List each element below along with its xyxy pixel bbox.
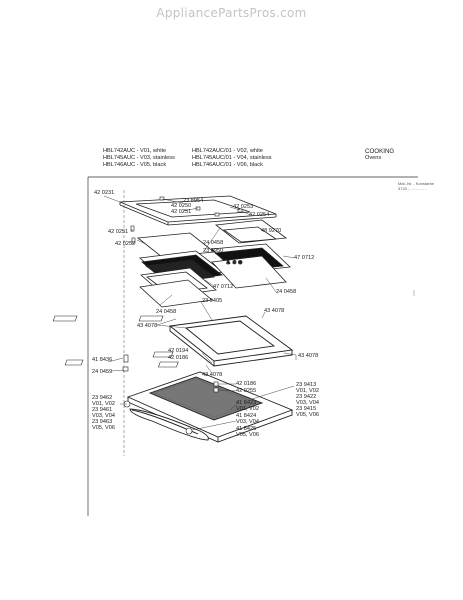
part-label: 23 9405 bbox=[202, 298, 222, 304]
material-note: Mat.-Nr. - Konstante 3743 - - - - - - - … bbox=[398, 181, 434, 191]
material-note-line: 3743 - - - - - - - - bbox=[398, 186, 427, 191]
part-label: 23 9422 bbox=[296, 394, 316, 400]
left-small-parts bbox=[122, 354, 219, 435]
part-label: 42 0253 bbox=[233, 204, 253, 210]
part-label: 42 0250 bbox=[171, 203, 191, 209]
part-label: 43 4078 bbox=[202, 372, 222, 378]
part-label: V01, V02 bbox=[92, 401, 115, 407]
model-line: HBL746AUC/01 - V06, black bbox=[192, 162, 263, 168]
part-label: 24 0458 bbox=[276, 289, 296, 295]
part-label: V03, V04 bbox=[296, 400, 319, 406]
bottom-door-panel bbox=[126, 371, 294, 443]
part-label: 42 0254 bbox=[249, 212, 269, 218]
svg-text:♨ ☼ ⚙: ♨ ☼ ⚙ bbox=[226, 260, 243, 266]
part-label: 42 0255 bbox=[236, 388, 256, 394]
part-label: 41 8425 bbox=[236, 426, 256, 432]
part-label: 47 0712 bbox=[294, 255, 314, 261]
watermark: AppliancePartsPros.com bbox=[156, 6, 307, 20]
model-line: HBL742AUC - V01, white bbox=[103, 148, 167, 154]
part-label: V01, V02 bbox=[296, 388, 319, 394]
spacer-blocks bbox=[52, 315, 179, 368]
part-label: 42 0194 bbox=[168, 348, 188, 354]
middle-door-frame bbox=[168, 315, 294, 367]
part-labels: 42 0231 23 8954 42 0250 42 0251 42 0253 … bbox=[92, 190, 319, 438]
part-label: 42 0231 bbox=[94, 190, 114, 196]
left-glass-panel-stack: ⚙ ☼ ♨ bbox=[136, 232, 224, 308]
part-label: 42 0251 bbox=[108, 229, 128, 235]
part-label: 23 9461 bbox=[92, 407, 112, 413]
category-subtitle: Ovens bbox=[365, 155, 382, 161]
part-label: 48 9270 bbox=[261, 228, 281, 234]
part-label: 23 8950 bbox=[203, 248, 223, 254]
part-label: 24 0458 bbox=[203, 240, 223, 246]
part-label: 24 0458 bbox=[156, 309, 176, 315]
svg-text:⚙ ☼ ♨: ⚙ ☼ ♨ bbox=[155, 264, 172, 270]
model-line: HBL745AUC - V03, stainless bbox=[103, 155, 175, 161]
part-label: 23 9415 bbox=[296, 406, 316, 412]
part-label: 41 8424 bbox=[236, 413, 256, 419]
part-label: 43 4078 bbox=[137, 323, 157, 329]
part-label: 43 4078 bbox=[264, 308, 284, 314]
part-label: 23 8954 bbox=[183, 198, 203, 204]
part-label: V01, V02 bbox=[236, 406, 259, 412]
category-title: COOKING bbox=[365, 148, 395, 155]
part-label: 43 4078 bbox=[298, 353, 318, 359]
material-note-line: Mat.-Nr. - Konstante bbox=[398, 181, 434, 186]
part-label: 42 0186 bbox=[168, 355, 188, 361]
part-label: V05, V06 bbox=[92, 425, 115, 431]
part-label: 23 9463 bbox=[92, 419, 112, 425]
part-label: 42 0252 bbox=[115, 241, 135, 247]
model-line: HBL746AUC - V05, black bbox=[103, 162, 167, 168]
category-block: COOKING Ovens bbox=[365, 148, 394, 162]
model-list-middle: HBL742AUC/01 - V02, white HBL745AUC/01 -… bbox=[192, 148, 272, 169]
part-label: 41 8423 bbox=[236, 400, 256, 406]
part-label: V03, V04 bbox=[236, 419, 259, 425]
part-label: 23 9413 bbox=[296, 382, 316, 388]
part-label: V05, V06 bbox=[296, 412, 319, 418]
part-label: 23 9462 bbox=[92, 395, 112, 401]
model-line: HBL745AUC/01 - V04, stainless bbox=[192, 155, 272, 161]
part-label: 47 0712 bbox=[213, 284, 233, 290]
model-line: HBL742AUC/01 - V02, white bbox=[192, 148, 263, 154]
part-label: V03, V04 bbox=[92, 413, 115, 419]
part-label: V05, V06 bbox=[236, 432, 259, 438]
part-label: 24 0459 bbox=[92, 369, 112, 375]
model-list-left: HBL742AUC - V01, white HBL745AUC - V03, … bbox=[103, 148, 175, 169]
part-label: 41 8436 bbox=[92, 357, 112, 363]
leader-lines bbox=[103, 195, 297, 431]
part-label: 42 0186 bbox=[236, 381, 256, 387]
part-label: 42 0251 bbox=[171, 209, 191, 215]
